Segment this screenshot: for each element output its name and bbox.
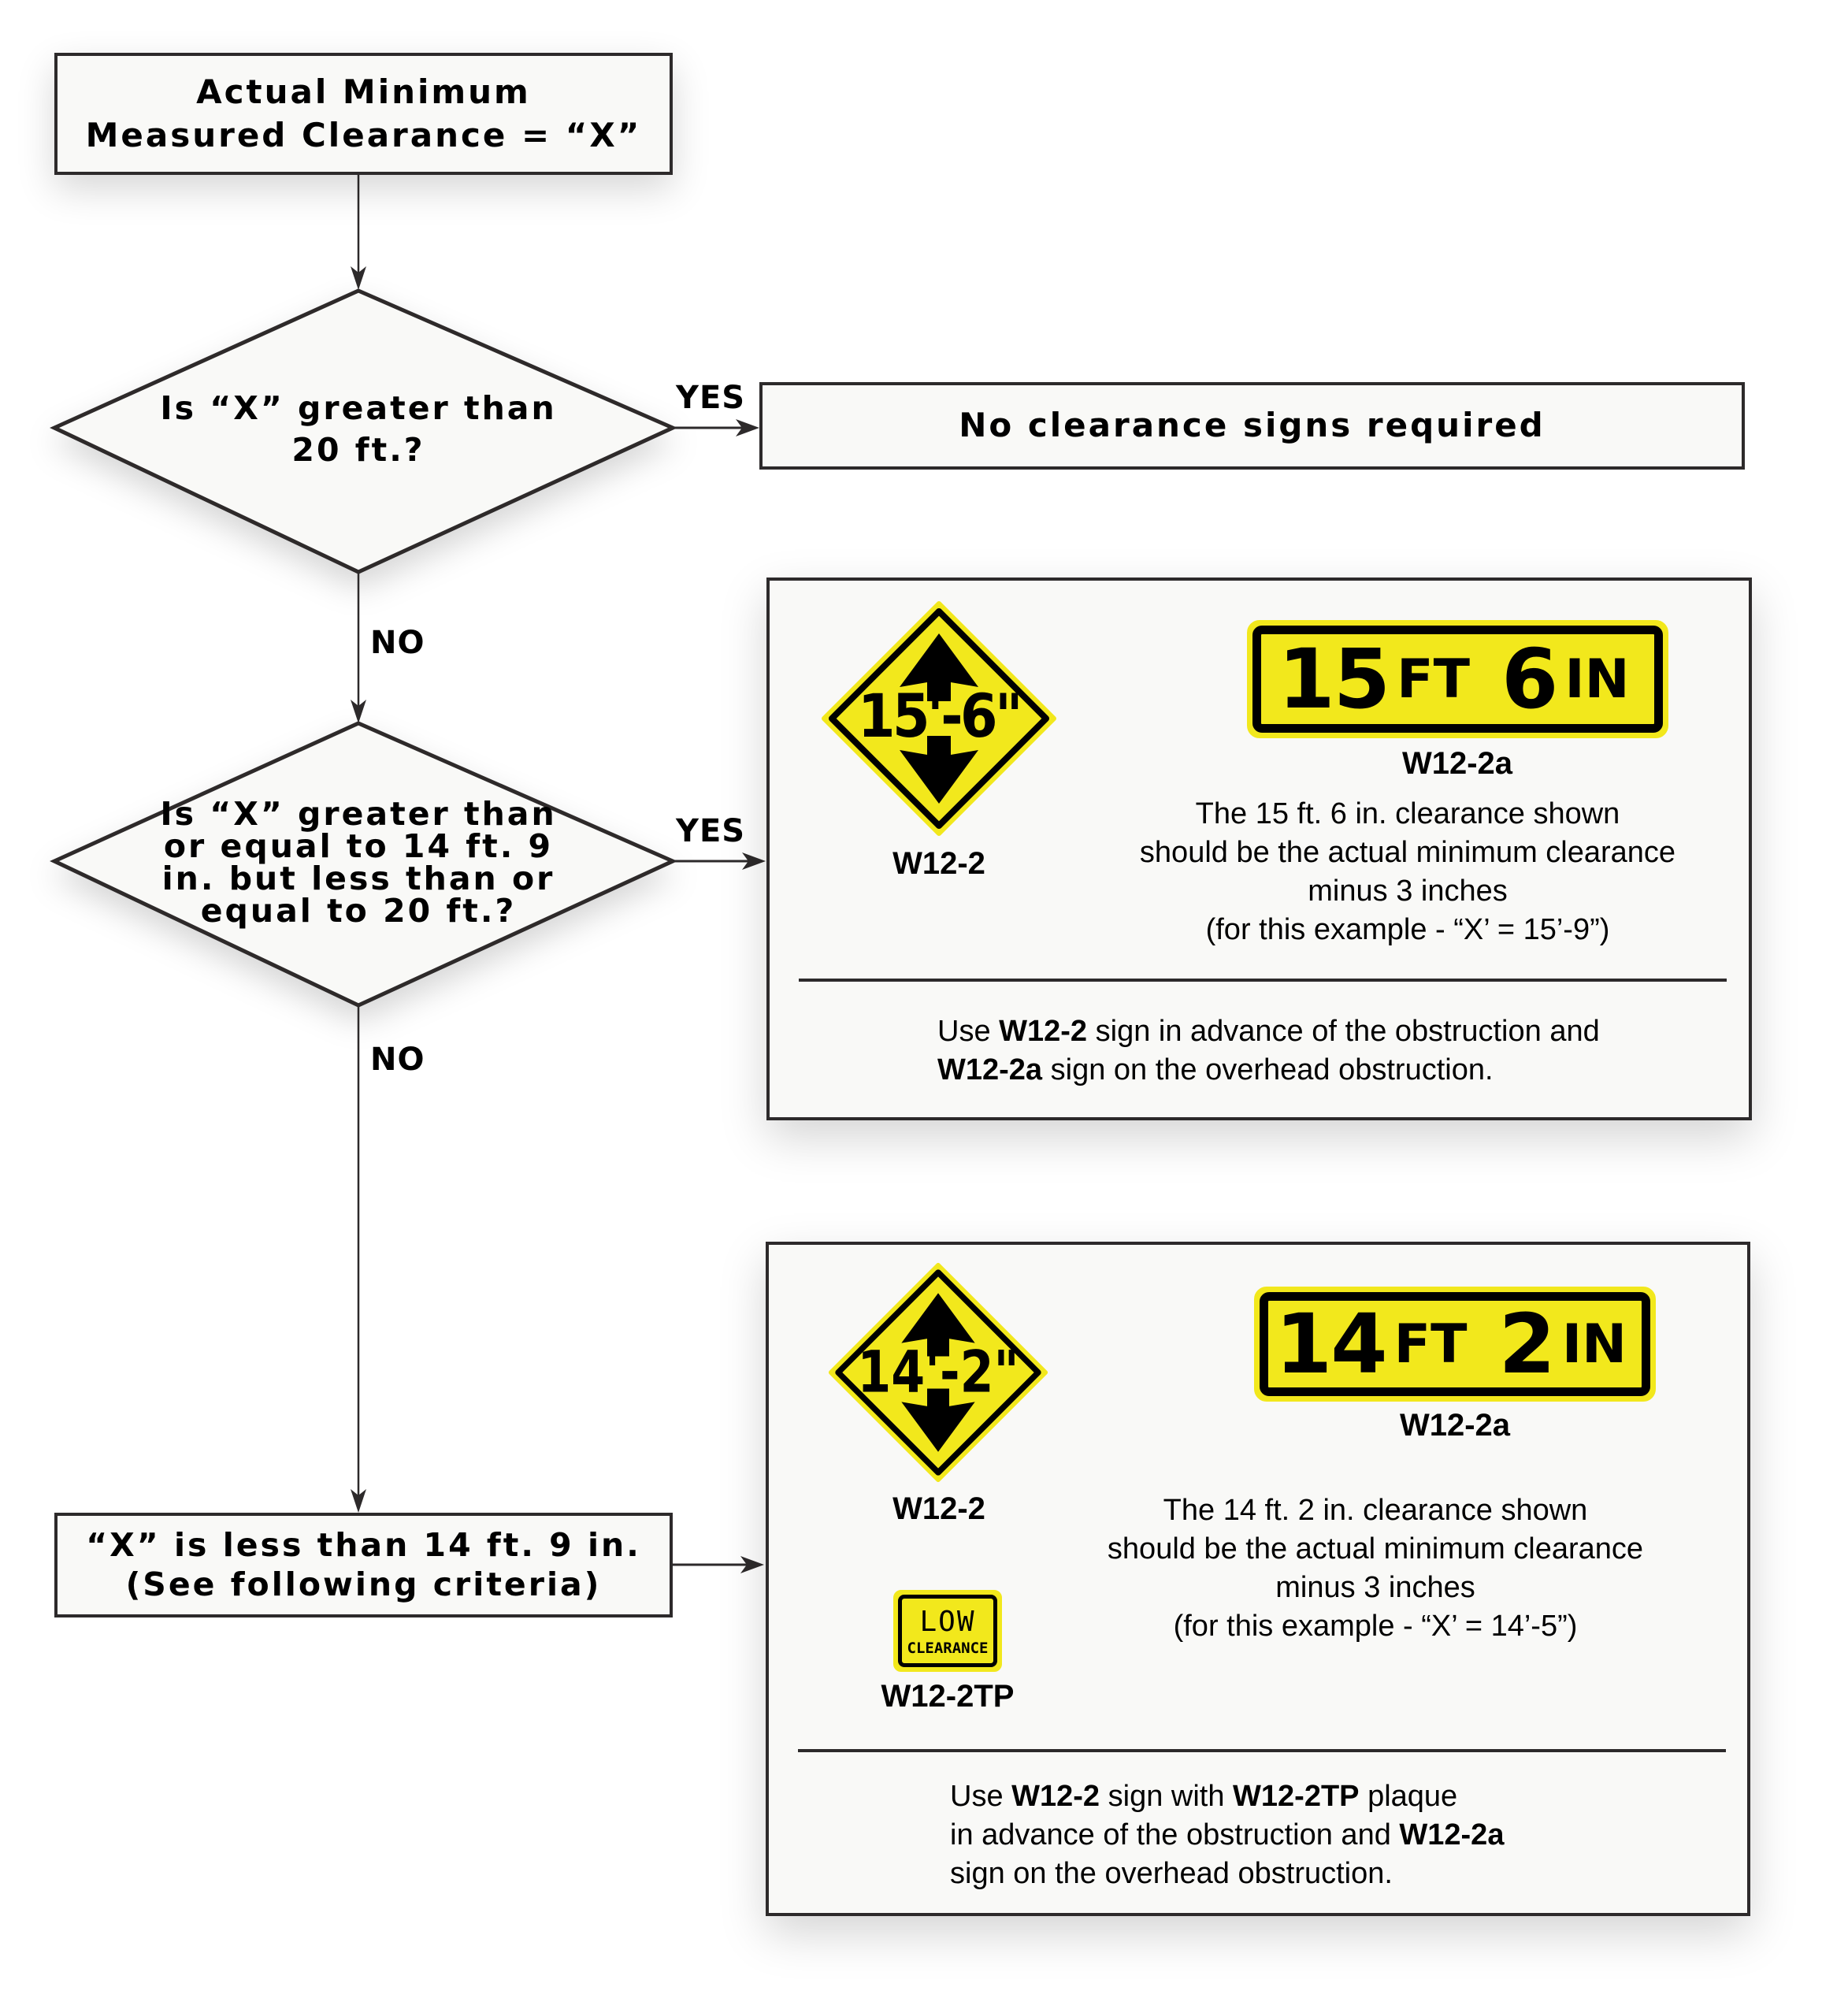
less-than-line1: “X” is less than 14 ft. 9 in. xyxy=(86,1526,641,1565)
panel2-usage-text: Use W12-2 sign with W12-2TP plaque in ad… xyxy=(950,1777,1504,1893)
usage-text: Use xyxy=(950,1780,1012,1813)
usage-text: sign on the overhead obstruction. xyxy=(950,1857,1393,1890)
w12-2a-in-unit: IN xyxy=(1564,648,1630,711)
usage-text: sign with xyxy=(1100,1780,1234,1813)
panel1-divider xyxy=(799,979,1727,982)
w12-2-sign-text: 15'-6" xyxy=(858,681,1020,751)
decision-2-line4: equal to 20 ft.? xyxy=(200,892,517,930)
w12-2a-in-value: 2 xyxy=(1498,1296,1555,1392)
panel2-divider xyxy=(798,1749,1726,1752)
desc-line3: minus 3 inches xyxy=(1308,875,1508,908)
w12-2a-in-unit: IN xyxy=(1561,1313,1627,1376)
usage-text: plaque xyxy=(1359,1780,1458,1813)
no-signs-required-text: No clearance signs required xyxy=(959,406,1546,445)
start-box-line1: Actual Minimum xyxy=(196,72,531,111)
desc-line4: (for this example - “X’ = 15’-9”) xyxy=(1205,913,1610,946)
w12-2-sign-text: 14'-2" xyxy=(857,1339,1019,1406)
panel1-description: The 15 ft. 6 in. clearance shown should … xyxy=(1093,795,1723,949)
desc-line1: The 15 ft. 6 in. clearance shown xyxy=(1195,797,1620,830)
decision-2-line1: Is “X” greater than xyxy=(160,795,557,833)
w12-2a-ft-value: 14 xyxy=(1275,1296,1388,1392)
usage-sign-code: W12-2 xyxy=(1011,1780,1100,1813)
w12-2a-ft-unit: FT xyxy=(1393,1313,1468,1376)
desc-line4: (for this example - “X’ = 14’-5”) xyxy=(1173,1610,1578,1643)
less-than-box: “X” is less than 14 ft. 9 in. (See follo… xyxy=(54,1513,673,1617)
decision-2-text: Is “X” greater than or equal to 14 ft. 9… xyxy=(134,780,583,945)
w12-2a-in-value: 6 xyxy=(1501,631,1558,727)
w12-2a-rect-sign: 14 FT 2 IN xyxy=(1254,1287,1656,1402)
desc-line1: The 14 ft. 2 in. clearance shown xyxy=(1163,1494,1588,1527)
usage-text: Use xyxy=(937,1015,1000,1048)
decision-1-line2: 20 ft.? xyxy=(291,431,425,469)
decision-2-line2: or equal to 14 ft. 9 xyxy=(163,827,554,865)
usage-sign-code: W12-2a xyxy=(1399,1818,1505,1851)
decision-1-yes-label: YES xyxy=(676,380,746,416)
decision-2-line3: in. but less than or xyxy=(161,860,555,897)
w12-2a-code: W12-2a xyxy=(1401,746,1513,781)
w12-2a-ft-unit: FT xyxy=(1397,648,1470,711)
start-box-line2: Measured Clearance = “X” xyxy=(85,115,642,154)
w12-2a-ft-value: 15 xyxy=(1278,631,1390,727)
w12-2-code: W12-2 xyxy=(892,1491,985,1526)
desc-line2: should be the actual minimum clearance xyxy=(1139,836,1676,869)
less-than-line2: (See following criteria) xyxy=(125,1565,602,1603)
no-signs-required-box: No clearance signs required xyxy=(759,382,1745,470)
usage-sign-code: W12-2a xyxy=(937,1053,1043,1086)
usage-text: sign in advance of the obstruction and xyxy=(1087,1015,1600,1048)
panel-14ft-2in: 14'-2" W12-2 LOW CLEARANCE W12-2TP 14 FT… xyxy=(766,1242,1750,1916)
decision-2-yes-label: YES xyxy=(676,813,746,849)
desc-line3: minus 3 inches xyxy=(1275,1571,1475,1604)
decision-1-text: Is “X” greater than 20 ft.? xyxy=(134,370,583,488)
decision-2-no-label: NO xyxy=(370,1042,425,1078)
w12-2tp-plaque-sign: LOW CLEARANCE xyxy=(893,1590,1002,1672)
usage-sign-code: W12-2TP xyxy=(1233,1780,1360,1813)
panel-15ft-6in: 15'-6" W12-2 15 FT 6 IN W12-2a The 15 ft… xyxy=(766,578,1752,1120)
usage-sign-code: W12-2 xyxy=(999,1015,1088,1048)
desc-line2: should be the actual minimum clearance xyxy=(1107,1532,1644,1565)
plaque-line1: LOW xyxy=(919,1605,976,1638)
w12-2a-code: W12-2a xyxy=(1399,1408,1511,1443)
w12-2tp-code: W12-2TP xyxy=(881,1679,1015,1714)
w12-2-diamond-sign-icon: 14'-2" xyxy=(828,1262,1048,1483)
usage-text: in advance of the obstruction and xyxy=(950,1818,1400,1851)
w12-2-code: W12-2 xyxy=(892,846,985,881)
decision-1-line1: Is “X” greater than xyxy=(160,388,557,427)
usage-text: sign on the overhead obstruction. xyxy=(1042,1053,1494,1086)
panel2-description: The 14 ft. 2 in. clearance shown should … xyxy=(1060,1491,1690,1646)
panel1-usage-text: Use W12-2 sign in advance of the obstruc… xyxy=(937,1012,1600,1090)
decision-1-no-label: NO xyxy=(370,625,425,661)
w12-2-diamond-sign-icon: 15'-6" xyxy=(822,601,1056,836)
start-box: Actual Minimum Measured Clearance = “X” xyxy=(54,53,673,175)
plaque-line2: CLEARANCE xyxy=(907,1639,989,1657)
w12-2a-rect-sign: 15 FT 6 IN xyxy=(1247,620,1668,738)
